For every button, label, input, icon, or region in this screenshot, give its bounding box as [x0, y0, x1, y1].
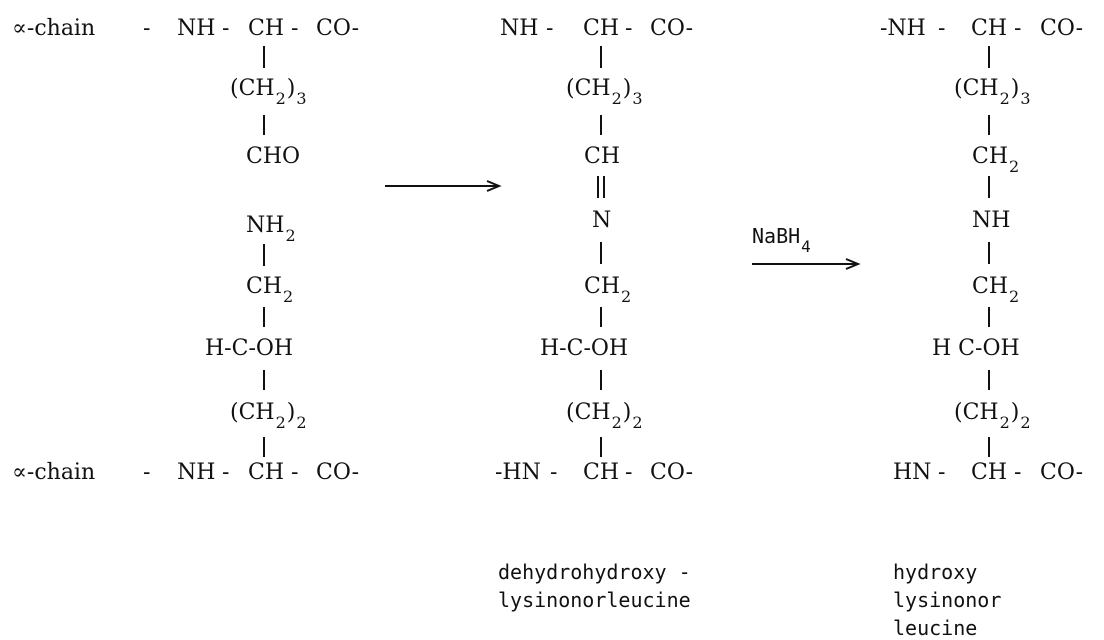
dash: - — [550, 460, 558, 485]
ch-label: CH — [248, 460, 285, 485]
nh-label: NH — [500, 16, 539, 41]
single-bond — [263, 370, 265, 390]
dash: - — [625, 460, 633, 485]
hcoh-label: H C-OH — [932, 336, 1020, 361]
double-bond — [597, 176, 605, 198]
ch2-3-group: (CH2)3 — [566, 76, 643, 108]
single-bond — [263, 46, 265, 68]
ch2-group: CH2 — [246, 274, 294, 306]
single-bond — [600, 307, 602, 327]
single-bond — [988, 46, 990, 68]
ch-label: CH — [248, 16, 285, 41]
dash: - — [938, 460, 946, 485]
dash: - — [222, 460, 230, 485]
ch2-group: CH2 — [584, 274, 632, 306]
co-label: CO- — [1040, 460, 1084, 485]
single-bond — [263, 244, 265, 266]
intermediate-name-line1: dehydrohydroxy - — [498, 560, 691, 584]
co-label: CO- — [1040, 16, 1084, 41]
single-bond — [988, 242, 990, 264]
dash: - — [291, 16, 299, 41]
single-bond — [988, 176, 990, 198]
single-bond — [263, 307, 265, 327]
co-label: CO- — [316, 16, 360, 41]
dash: - — [143, 16, 151, 41]
reagent-label: NaBH4 — [752, 224, 811, 256]
dash: - — [1014, 16, 1022, 41]
ch2-group: CH2 — [972, 274, 1020, 306]
nh-label: NH — [177, 460, 216, 485]
single-bond — [600, 370, 602, 390]
single-bond — [600, 46, 602, 68]
single-bond — [988, 115, 990, 135]
ch-label: CH — [583, 460, 620, 485]
hn-label: -HN — [495, 460, 541, 485]
hcoh-label: H-C-OH — [540, 336, 629, 361]
co-label: CO- — [650, 16, 694, 41]
ch2-3-group: (CH2)3 — [230, 76, 307, 108]
dash: - — [625, 16, 633, 41]
dash: - — [222, 16, 230, 41]
single-bond — [988, 370, 990, 390]
nh-label: NH — [177, 16, 216, 41]
ch-label: CH — [584, 144, 621, 169]
dash: - — [546, 16, 554, 41]
single-bond — [600, 242, 602, 264]
hn-label: HN — [893, 460, 932, 485]
ch2-group: CH2 — [972, 144, 1020, 176]
single-bond — [988, 307, 990, 327]
single-bond — [263, 437, 265, 457]
n-label: N — [592, 208, 612, 233]
ch2-3-group: (CH2)3 — [954, 76, 1031, 108]
dash: - — [291, 460, 299, 485]
single-bond — [263, 115, 265, 135]
dash: - — [1014, 460, 1022, 485]
product-name-line1: hydroxy — [893, 560, 978, 584]
cho-label: CHO — [246, 144, 301, 169]
nh-label: -NH — [880, 16, 926, 41]
ch-label: CH — [583, 16, 620, 41]
dash: - — [938, 16, 946, 41]
single-bond — [600, 437, 602, 457]
single-bond — [988, 437, 990, 457]
ch-label: CH — [971, 460, 1008, 485]
product-name-line2: lysinonor — [893, 588, 1002, 612]
co-label: CO- — [316, 460, 360, 485]
alpha-chain-label: ∝-chain — [12, 16, 96, 41]
dash: - — [143, 460, 151, 485]
product-name-line3: leucine — [893, 616, 978, 640]
alpha-chain-label: ∝-chain — [12, 460, 96, 485]
ch2-2-group: (CH2)2 — [566, 400, 643, 432]
hcoh-label: H-C-OH — [205, 336, 294, 361]
ch2-2-group: (CH2)2 — [954, 400, 1031, 432]
co-label: CO- — [650, 460, 694, 485]
nh2-group: NH2 — [246, 213, 296, 245]
intermediate-name-line2: lysinonorleucine — [498, 588, 691, 612]
ch-label: CH — [971, 16, 1008, 41]
single-bond — [600, 115, 602, 135]
ch2-2-group: (CH2)2 — [230, 400, 307, 432]
reaction-arrow — [385, 180, 502, 192]
reduction-arrow — [752, 258, 861, 270]
nh-label: NH — [972, 208, 1011, 233]
